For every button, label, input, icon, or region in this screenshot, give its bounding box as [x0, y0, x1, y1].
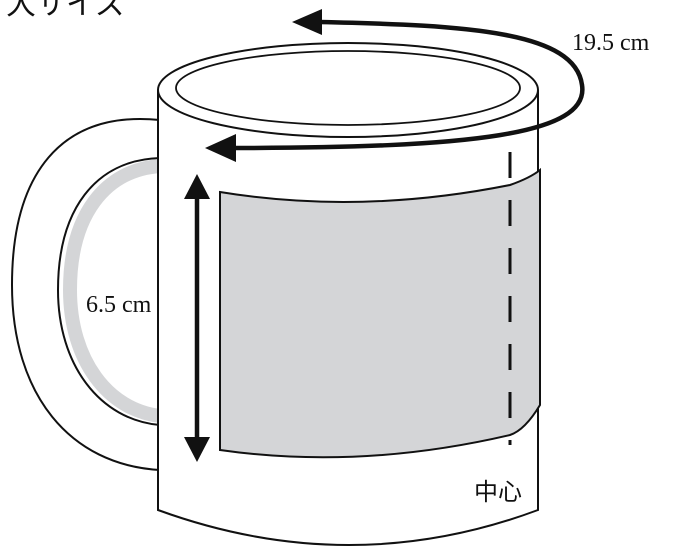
mug-handle	[10, 118, 162, 471]
height-arrow	[184, 174, 210, 462]
center-label: 中心	[474, 478, 522, 506]
diagram-heading: 大サイズ	[6, 0, 125, 22]
arrowhead-top	[292, 9, 322, 35]
arrowhead-rim	[205, 134, 236, 162]
arrowhead-down	[184, 437, 210, 462]
circumference-label: 19.5 cm	[572, 30, 650, 56]
circumference-arrow	[205, 9, 585, 162]
mug-rim	[157, 42, 539, 138]
height-label: 6.5 cm	[86, 292, 152, 318]
arrowhead-up	[184, 174, 210, 199]
print-area	[219, 167, 541, 459]
handle-grip-stripe	[62, 159, 162, 423]
